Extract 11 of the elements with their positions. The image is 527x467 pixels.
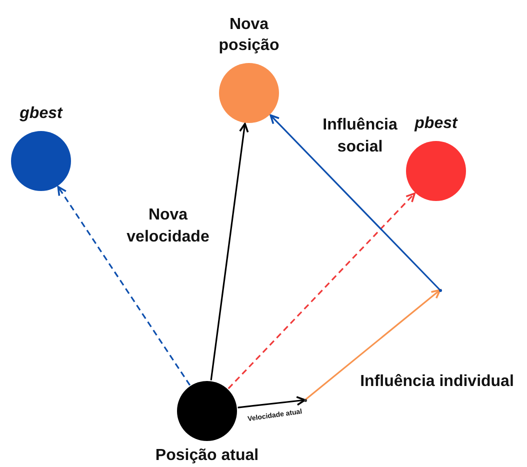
vector-junction-point — [304, 398, 306, 402]
node-label: Posição atual — [155, 446, 259, 466]
arrow — [210, 122, 249, 380]
arrow — [270, 114, 441, 291]
arrow — [228, 192, 416, 390]
node-label: Nova posição — [218, 14, 280, 56]
arrow — [304, 289, 441, 401]
arrow — [57, 186, 191, 386]
arrow — [238, 396, 306, 408]
node-label: gbest — [18, 104, 64, 124]
vector-junction-point — [438, 288, 442, 292]
